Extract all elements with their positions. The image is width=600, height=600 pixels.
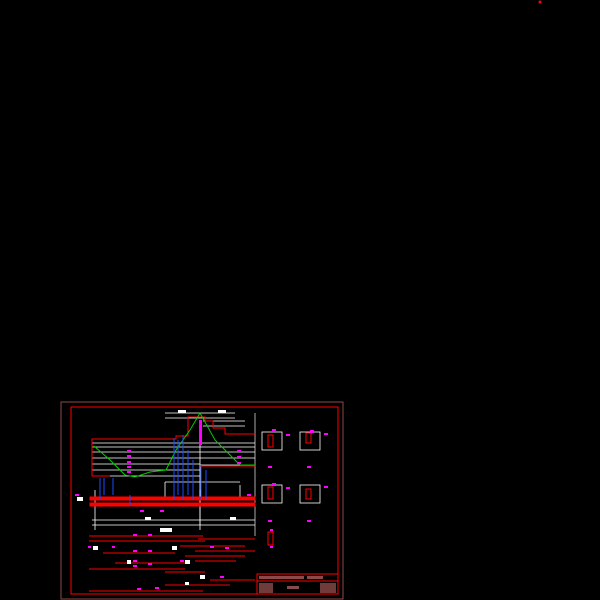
- profile-elevation: [75, 410, 256, 532]
- origin-marker: [538, 0, 542, 4]
- title-block: [256, 573, 339, 595]
- cross-section-details: [261, 429, 328, 548]
- ground-line: [93, 411, 255, 478]
- sheet-outer-border: [60, 401, 344, 600]
- drawing-sheet: [60, 401, 344, 600]
- detail-lines: [88, 534, 255, 592]
- sheet-inner-frame: [70, 406, 339, 595]
